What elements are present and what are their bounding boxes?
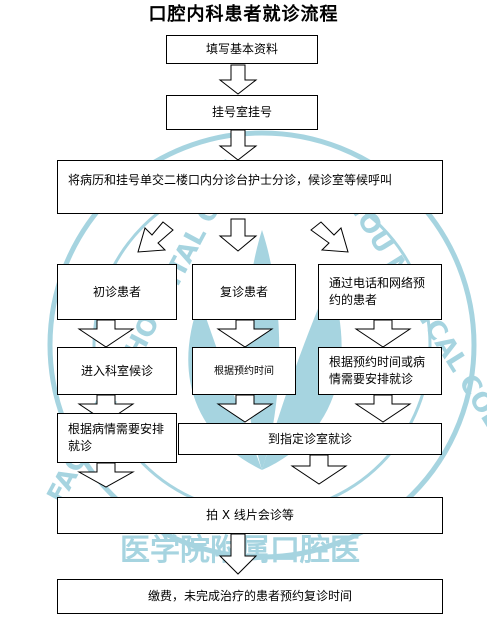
step-xray: 拍 X 线片会诊等	[57, 497, 443, 534]
step-payment-label: 缴费，未完成治疗的患者预约复诊时间	[147, 589, 352, 603]
step-by-appt-time-condition: 根据预约时间或病情需要安排就诊	[318, 347, 442, 395]
page-title: 口腔内科患者就诊流程	[148, 4, 339, 25]
step-to-clinic: 到指定诊室就诊	[178, 423, 442, 455]
step-xray-label: 拍 X 线片会诊等	[206, 508, 294, 522]
step-fill-info-label: 填写基本资料	[205, 42, 278, 56]
step-triage-label: 将病历和挂号单交二楼口内分诊台护士分诊，候诊室等候呼叫	[68, 173, 393, 187]
step-enter-waiting: 进入科室候诊	[57, 347, 177, 395]
step-by-condition: 根据病情需要安排就诊	[57, 413, 177, 463]
step-registration-label: 挂号室挂号	[211, 105, 272, 119]
step-to-clinic-label: 到指定诊室就诊	[267, 431, 352, 446]
step-enter-waiting-label: 进入科室候诊	[80, 363, 153, 378]
step-triage: 将病历和挂号单交二楼口内分诊台护士分诊，候诊室等候呼叫	[57, 160, 443, 214]
step-by-appt-time-label: 根据预约时间	[214, 365, 274, 377]
step-by-appt-time-condition-label: 根据预约时间或病情需要安排就诊	[329, 355, 426, 386]
step-payment: 缴费，未完成治疗的患者预约复诊时间	[57, 579, 443, 614]
step-first-visit-label: 初诊患者	[92, 284, 141, 299]
step-by-appt-time: 根据预约时间	[192, 347, 296, 395]
watermark-text-bottom: 医学院附属口腔医	[120, 533, 360, 568]
step-first-visit: 初诊患者	[57, 264, 177, 320]
step-appointment: 通过电话和网络预约的患者	[318, 264, 442, 320]
step-appointment-label: 通过电话和网络预约的患者	[329, 276, 426, 307]
step-return-visit-label: 复诊患者	[219, 284, 268, 299]
step-fill-info: 填写基本资料	[166, 35, 318, 64]
watermark-leaf-right	[262, 280, 342, 470]
watermark-outer-ring	[47, 130, 477, 560]
step-by-condition-label: 根据病情需要安排就诊	[68, 422, 165, 453]
step-return-visit: 复诊患者	[192, 264, 296, 320]
step-registration: 挂号室挂号	[166, 95, 318, 130]
